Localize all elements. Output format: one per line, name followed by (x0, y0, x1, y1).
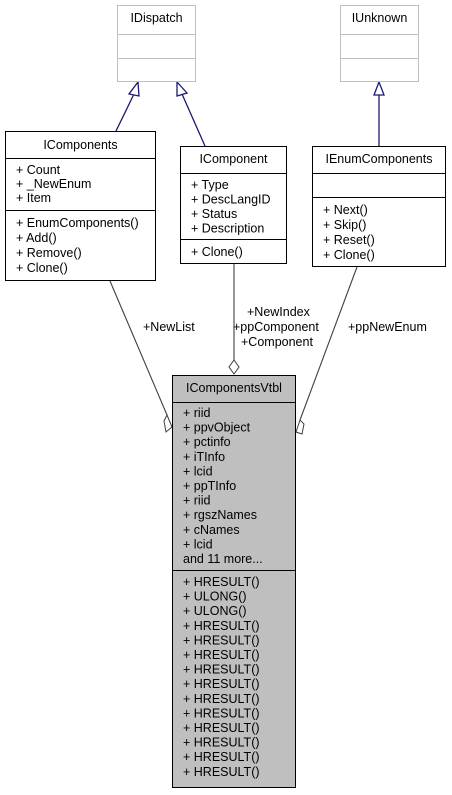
inheritance-arrowhead (127, 80, 140, 97)
operation-item: + HRESULT() (183, 619, 260, 633)
operation-item: + HRESULT() (183, 692, 260, 706)
attribute-item: + cNames (183, 523, 240, 537)
class-box (180, 146, 287, 264)
operation-item: + Reset() (323, 233, 375, 247)
class-name: IUnknown (352, 11, 408, 25)
operation-item: + HRESULT() (183, 663, 260, 677)
edge-label-newlist: +NewList (143, 320, 195, 334)
class-box (5, 131, 156, 281)
operation-item: + Skip() (323, 218, 366, 232)
inheritance-icomponents-idispatch (115, 93, 135, 132)
operation-item: + Remove() (16, 246, 82, 260)
association-ppnewenum (299, 266, 358, 421)
operation-item: + HRESULT() (183, 633, 260, 647)
class-name: IEnumComponents (325, 152, 432, 166)
association-diamond (295, 419, 305, 435)
attribute-item: + Description (191, 222, 264, 236)
class-name: IComponents (43, 138, 117, 152)
operation-item: + HRESULT() (183, 575, 260, 589)
operation-item: + ULONG() (183, 604, 247, 618)
operation-item: + HRESULT() (183, 736, 260, 750)
class-iunknown: IUnknown (340, 5, 419, 82)
operation-item: + Clone() (16, 261, 68, 275)
operation-item: + HRESULT() (183, 706, 260, 720)
attribute-item: + Type (191, 178, 229, 192)
operation-item: + HRESULT() (183, 765, 260, 779)
edges (109, 80, 385, 435)
operation-item: + Clone() (191, 245, 243, 259)
inheritance-arrowhead (373, 80, 385, 96)
inheritance-icomponent-idispatch (181, 93, 206, 147)
attribute-item: + DescLangID (191, 193, 271, 207)
association-diamond (228, 359, 240, 375)
class-name: IComponentsVtbl (186, 381, 282, 395)
class-box (117, 5, 196, 82)
attribute-item: and 11 more... (183, 552, 263, 566)
operation-list: + Clone() (191, 245, 243, 259)
attribute-item: + Item (16, 191, 51, 205)
operation-item: + HRESULT() (183, 648, 260, 662)
class-icomponents: IComponents + Count+ _NewEnum+ Item + En… (5, 131, 156, 281)
association-diamond (163, 413, 173, 433)
attribute-item: + Count (16, 163, 61, 177)
operation-item: + HRESULT() (183, 721, 260, 735)
attribute-item: + rgszNames (183, 508, 257, 522)
association-newlist (109, 280, 168, 416)
edge-label-newindex: +NewIndex (247, 305, 311, 319)
operation-item: + HRESULT() (183, 750, 260, 764)
class-name: IDispatch (130, 11, 182, 25)
attribute-item: + ppTInfo (183, 479, 236, 493)
attribute-item: + lcid (183, 464, 213, 478)
attribute-list: + Type+ DescLangID+ Status+ Description (191, 178, 271, 236)
edge-label-ppnewenum: +ppNewEnum (348, 320, 427, 334)
edge-label-component: +Component (241, 335, 313, 349)
class-icomponentsvtbl: IComponentsVtbl + riid+ ppvObject+ pctin… (172, 375, 296, 788)
operation-item: + Next() (323, 203, 368, 217)
attribute-list: + Count+ _NewEnum+ Item (16, 163, 91, 205)
attribute-item: + riid (183, 406, 210, 420)
attribute-item: + iTInfo (183, 450, 225, 464)
attribute-item: + lcid (183, 537, 213, 551)
attribute-item: + Status (191, 207, 237, 221)
class-name: IComponent (199, 152, 268, 166)
operation-item: + EnumComponents() (16, 216, 139, 230)
operation-list: + EnumComponents()+ Add()+ Remove()+ Clo… (16, 216, 139, 275)
class-icomponent: IComponent + Type+ DescLangID+ Status+ D… (180, 146, 287, 264)
operation-list: + Next()+ Skip()+ Reset()+ Clone() (323, 203, 375, 262)
class-idispatch: IDispatch (117, 5, 196, 82)
operation-item: + Clone() (323, 248, 375, 262)
attribute-list: + riid+ ppvObject+ pctinfo+ iTInfo+ lcid… (183, 406, 263, 566)
inheritance-arrowhead (176, 80, 189, 97)
operation-item: + Add() (16, 231, 57, 245)
attribute-item: + pctinfo (183, 435, 231, 449)
class-box (172, 375, 296, 788)
operation-item: + ULONG() (183, 590, 247, 604)
edge-label-ppcomponent: +ppComponent (233, 320, 319, 334)
attribute-item: + ppvObject (183, 421, 251, 435)
class-box (312, 146, 446, 267)
class-ienumcomponents: IEnumComponents + Next()+ Skip()+ Reset(… (312, 146, 446, 267)
class-box (340, 5, 419, 82)
attribute-item: + riid (183, 494, 210, 508)
operation-list: + HRESULT()+ ULONG()+ ULONG()+ HRESULT()… (183, 575, 260, 779)
attribute-item: + _NewEnum (16, 177, 91, 191)
operation-item: + HRESULT() (183, 677, 260, 691)
